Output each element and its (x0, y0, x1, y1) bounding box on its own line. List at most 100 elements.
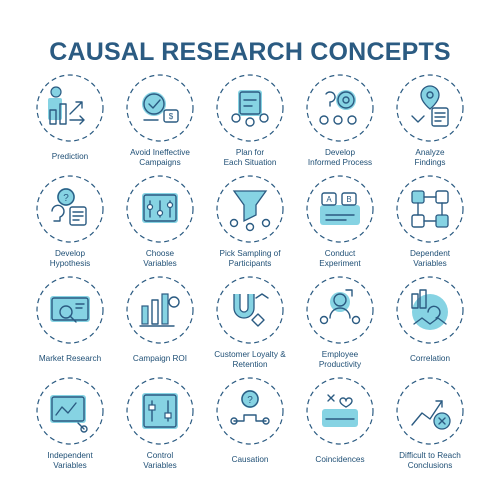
svg-text:$: $ (169, 112, 174, 121)
svg-text:?: ? (63, 193, 69, 204)
svg-text:B: B (346, 195, 351, 204)
concept-label-line2: Findings (414, 157, 446, 167)
correlation-icon (392, 272, 468, 348)
concept-label-line2: Informed Process (307, 157, 373, 167)
concept-label-line1: Control (146, 451, 174, 460)
dependent-variables-icon (392, 171, 468, 247)
concept-label-line1: Employee (321, 350, 359, 359)
concept-label-line1: Difficult to Reach (399, 451, 461, 460)
concept-label-line1: Campaign ROI (132, 354, 188, 363)
concept-label-line2: Each Situation (223, 157, 277, 167)
concept-tile: Market Research (25, 272, 115, 372)
concept-label-line1: Market Research (38, 354, 102, 363)
concept-tile: Customer Loyalty &Retention (205, 272, 295, 372)
concept-label-line1: Analyze (415, 148, 445, 157)
concept-label: Coincidences (287, 455, 393, 465)
concept-label-line1: Plan for (235, 148, 265, 157)
concept-label-line2: Variables (53, 460, 87, 470)
control-variables-icon (122, 373, 198, 449)
market-research-icon (32, 272, 108, 348)
concept-tile: Correlation (385, 272, 475, 372)
concept-label-line2: Hypothesis (49, 258, 91, 268)
concept-label: Correlation (377, 354, 483, 364)
concept-label-line1: Prediction (51, 152, 89, 161)
causation-icon: ? (212, 373, 288, 449)
analyze-findings-icon (392, 70, 468, 146)
concept-label-line2: Variables (143, 258, 177, 268)
concept-tile: Coincidences (295, 373, 385, 473)
page-title: CAUSAL RESEARCH CONCEPTS (49, 38, 451, 66)
concept-tile: ? Causation (205, 373, 295, 473)
plan-for-each-situation-icon (212, 70, 288, 146)
svg-text:A: A (326, 195, 332, 204)
concept-label: Customer Loyalty &Retention (197, 350, 303, 369)
concept-label-line1: Independent (47, 451, 93, 460)
concept-label-line1: Customer Loyalty & (214, 350, 286, 359)
concept-label-line1: Develop (324, 148, 356, 157)
concept-label-line2: Productivity (318, 359, 362, 369)
pick-sampling-of-participants-icon (212, 171, 288, 247)
prediction-icon (32, 70, 108, 146)
concept-label-line1: Dependent (409, 249, 451, 258)
concept-label-line2: Retention (232, 359, 268, 369)
concept-label-line2: Experiment (319, 258, 361, 268)
choose-variables-icon (122, 171, 198, 247)
svg-text:?: ? (247, 395, 253, 406)
concept-label-line1: Coincidences (315, 455, 365, 464)
concept-label-line1: Choose (145, 249, 175, 258)
concept-label-line1: Conduct (324, 249, 356, 258)
concept-label-line2: Conclusions (407, 460, 453, 470)
concept-label: Campaign ROI (107, 354, 213, 364)
campaign-roi-icon (122, 272, 198, 348)
concept-label-line2: Campaigns (139, 157, 181, 167)
coincidences-icon (302, 373, 378, 449)
concept-label: Prediction (17, 152, 123, 162)
concept-label: Causation (197, 455, 303, 465)
independent-variables-icon (32, 373, 108, 449)
concept-label-line1: Correlation (409, 354, 451, 363)
concept-label-line1: Develop (54, 249, 86, 258)
concept-label-line1: Causation (231, 455, 269, 464)
avoid-ineffective-campaigns-icon: $ (122, 70, 198, 146)
concept-label-line2: Variables (143, 460, 177, 470)
difficult-to-reach-conclusions-icon (392, 373, 468, 449)
customer-loyalty-retention-icon (212, 272, 288, 348)
concept-label-line1: Avoid Ineffective (130, 148, 190, 157)
concept-tile: Campaign ROI (115, 272, 205, 372)
develop-hypothesis-icon: ? (32, 171, 108, 247)
concept-label-line1: Pick Sampling of (219, 249, 281, 258)
concept-tile: Prediction (25, 70, 115, 170)
concept-label: Market Research (17, 354, 123, 364)
develop-informed-process-icon (302, 70, 378, 146)
concept-label-line2: Participants (228, 258, 272, 268)
concept-label-line2: Variables (413, 258, 447, 268)
employee-productivity-icon (302, 272, 378, 348)
